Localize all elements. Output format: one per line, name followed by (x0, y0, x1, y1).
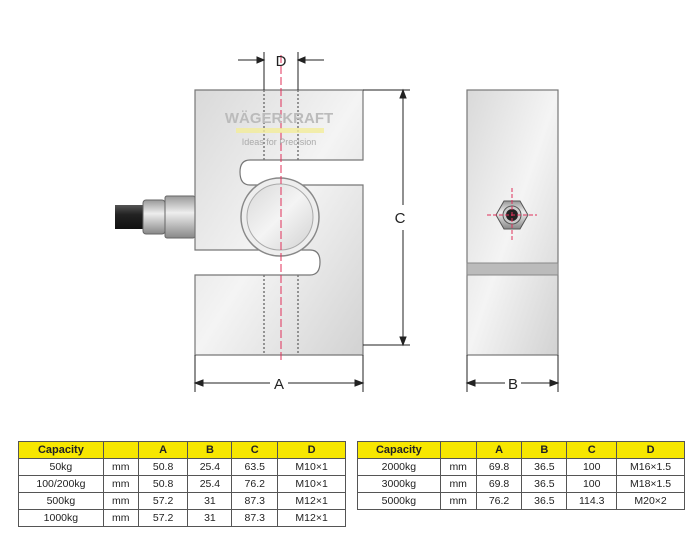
brand-watermark: WÄGERKRAFT (225, 110, 333, 127)
cell: M20×2 (616, 492, 685, 510)
cell: 114.3 (566, 492, 618, 510)
cell: 5000kg (357, 492, 441, 510)
header-cell: C (231, 441, 279, 459)
header-cell (439, 441, 477, 459)
header-cell: A (137, 441, 189, 459)
cell: M12×1 (277, 492, 346, 510)
cell: 57.2 (137, 492, 189, 510)
cell: 36.5 (521, 458, 568, 476)
cable-port (487, 188, 537, 242)
cell: 76.2 (231, 475, 279, 493)
cell: 36.5 (521, 475, 568, 493)
header-cell: B (521, 441, 568, 459)
cell: 63.5 (231, 458, 279, 476)
cell: M18×1.5 (616, 475, 685, 493)
cell: 1000kg (18, 509, 104, 527)
cell: 50kg (18, 458, 104, 476)
dim-label-a: A (274, 376, 284, 393)
cable (115, 195, 196, 239)
cell: M10×1 (277, 475, 346, 493)
cell: 100 (566, 458, 618, 476)
header-cell: D (277, 441, 346, 459)
cell: 2000kg (357, 458, 441, 476)
cell: 25.4 (187, 458, 233, 476)
cell: mm (102, 509, 139, 527)
cell: 87.3 (231, 509, 279, 527)
cell: M16×1.5 (616, 458, 685, 476)
dimension-lines (193, 52, 560, 392)
cell: 100 (566, 475, 618, 493)
header-cell: A (475, 441, 523, 459)
cell: 25.4 (187, 475, 233, 493)
header-cell (102, 441, 139, 459)
cell: 69.8 (475, 475, 523, 493)
cell: 50.8 (137, 458, 189, 476)
cell: mm (102, 475, 139, 493)
cell: mm (439, 458, 477, 476)
header-cell: B (187, 441, 233, 459)
header-cell: C (566, 441, 618, 459)
cell: 31 (187, 492, 233, 510)
cell: 100/200kg (18, 475, 104, 493)
thread-hidden-lines (263, 90, 299, 355)
cell: 69.8 (475, 458, 523, 476)
cell: M10×1 (277, 458, 346, 476)
cell: 76.2 (475, 492, 523, 510)
dim-label-b: B (508, 376, 518, 393)
cell: M12×1 (277, 509, 346, 527)
dim-label-d: D (276, 53, 287, 70)
cell: 31 (187, 509, 233, 527)
cell: mm (102, 492, 139, 510)
dim-label-c: C (395, 210, 406, 227)
cell: mm (439, 492, 477, 510)
brand-tagline: Ideas for Precision (242, 137, 317, 147)
cell: 57.2 (137, 509, 189, 527)
header-cell: D (616, 441, 685, 459)
cell: mm (439, 475, 477, 493)
cell: 3000kg (357, 475, 441, 493)
cell: 500kg (18, 492, 104, 510)
header-cell: Capacity (18, 441, 104, 459)
cell: mm (102, 458, 139, 476)
cell: 87.3 (231, 492, 279, 510)
cell: 36.5 (521, 492, 568, 510)
header-cell: Capacity (357, 441, 441, 459)
cell: 50.8 (137, 475, 189, 493)
load-cell-drawing: WÄGERKRAFT Ideas for Precision D C A B (115, 52, 560, 393)
